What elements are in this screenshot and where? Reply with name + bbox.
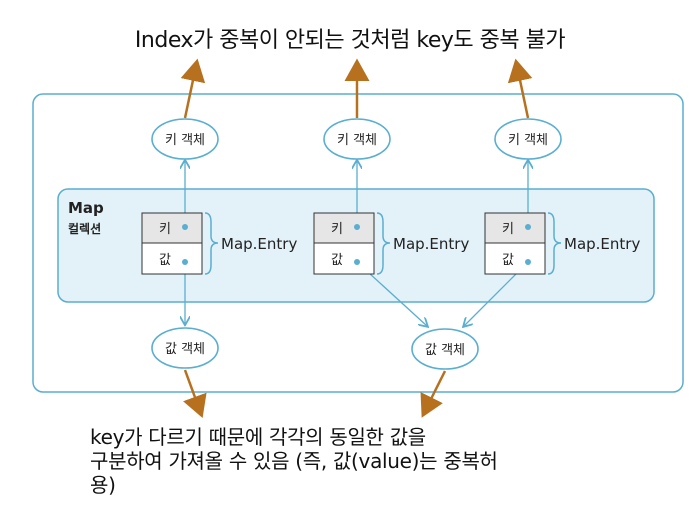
value-object-label: 값 객체 — [425, 343, 465, 358]
key-object-label: 키 객체 — [508, 133, 548, 148]
map-entry-2: 키 값 Map.Entry — [313, 212, 469, 275]
bottom-caption-line: 구분하여 가져올 수 있음 (즉, 값(value)는 중복허 — [90, 449, 498, 473]
map-title: Map — [68, 199, 104, 217]
key-object-1: 키 객체 — [151, 118, 219, 160]
bottom-caption-line: key가 다르기 때문에 각각의 동일한 값을 — [90, 425, 426, 449]
bottom-caption-line: 용) — [90, 473, 116, 497]
value-object-label: 값 객체 — [165, 342, 205, 357]
key-object-label: 키 객체 — [337, 133, 377, 148]
bottom-caption: key가 다르기 때문에 각각의 동일한 값을 구분하여 가져올 수 있음 (즉… — [90, 425, 610, 497]
entry-label: Map.Entry — [221, 235, 297, 253]
annotation-arrow-up-3 — [507, 58, 533, 119]
annotation-arrow-down-1 — [183, 369, 207, 419]
entry-value-label: 값 — [159, 253, 171, 268]
key-object-2: 키 객체 — [323, 118, 391, 160]
annotation-arrow-up-1 — [180, 58, 206, 119]
entry-label: Map.Entry — [564, 235, 640, 253]
top-caption: Index가 중복이 안되는 것처럼 key도 중복 불가 — [134, 28, 566, 53]
entry-label: Map.Entry — [393, 235, 469, 253]
map-subtitle: 컬렉션 — [68, 221, 101, 236]
map-entry-3: 키 값 Map.Entry — [484, 212, 640, 275]
annotation-arrow-down-2 — [420, 370, 447, 418]
entry-key-label: 키 — [331, 222, 343, 237]
value-object-2: 값 객체 — [411, 328, 479, 370]
entry-key-label: 키 — [502, 222, 514, 237]
key-object-3: 키 객체 — [494, 118, 562, 160]
entry-key-label: 키 — [159, 222, 171, 237]
key-object-label: 키 객체 — [165, 133, 205, 148]
entry-value-label: 값 — [502, 253, 514, 268]
map-entry-1: 키 값 Map.Entry — [141, 212, 297, 275]
value-object-1: 값 객체 — [151, 327, 219, 369]
entry-value-label: 값 — [331, 253, 343, 268]
